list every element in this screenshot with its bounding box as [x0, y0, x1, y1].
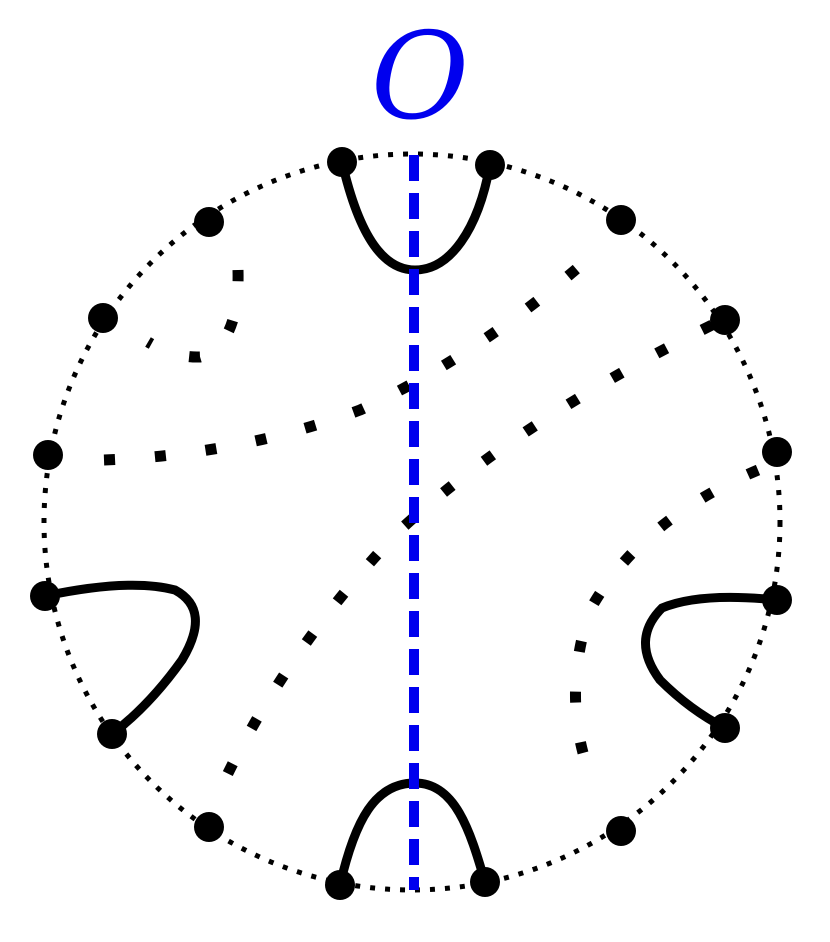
dotted-chords: [103, 247, 761, 793]
point-right: [762, 437, 792, 467]
dotted-chord-upper-left: [145, 269, 244, 363]
point-upper-right-2: [710, 305, 740, 335]
dotted-chord-left-to-upper-right: [103, 247, 600, 466]
point-bottom-right-inner: [606, 816, 636, 846]
boundary-circle: [41, 151, 783, 893]
point-bottom-left-inner: [194, 812, 224, 842]
point-lower-left-1: [30, 581, 60, 611]
solid-arc-right: [641, 592, 782, 733]
solid-arc-left: [40, 580, 200, 739]
point-upper-right-1: [606, 205, 636, 235]
point-top-left: [327, 147, 357, 177]
point-left: [33, 440, 63, 470]
point-upper-left-1: [194, 207, 224, 237]
point-bottom-right: [470, 867, 500, 897]
dotted-chord-upper-right-to-bottom-left: [215, 320, 715, 793]
boundary-points: [30, 147, 792, 900]
point-lower-right-2: [710, 713, 740, 743]
axis-label-o: O: [371, 8, 469, 147]
point-upper-left-2: [88, 303, 118, 333]
solid-arc-bottom: [335, 778, 490, 890]
point-bottom-left: [325, 870, 355, 900]
point-lower-left-2: [97, 719, 127, 749]
point-lower-right-1: [762, 585, 792, 615]
point-top-right: [475, 150, 505, 180]
